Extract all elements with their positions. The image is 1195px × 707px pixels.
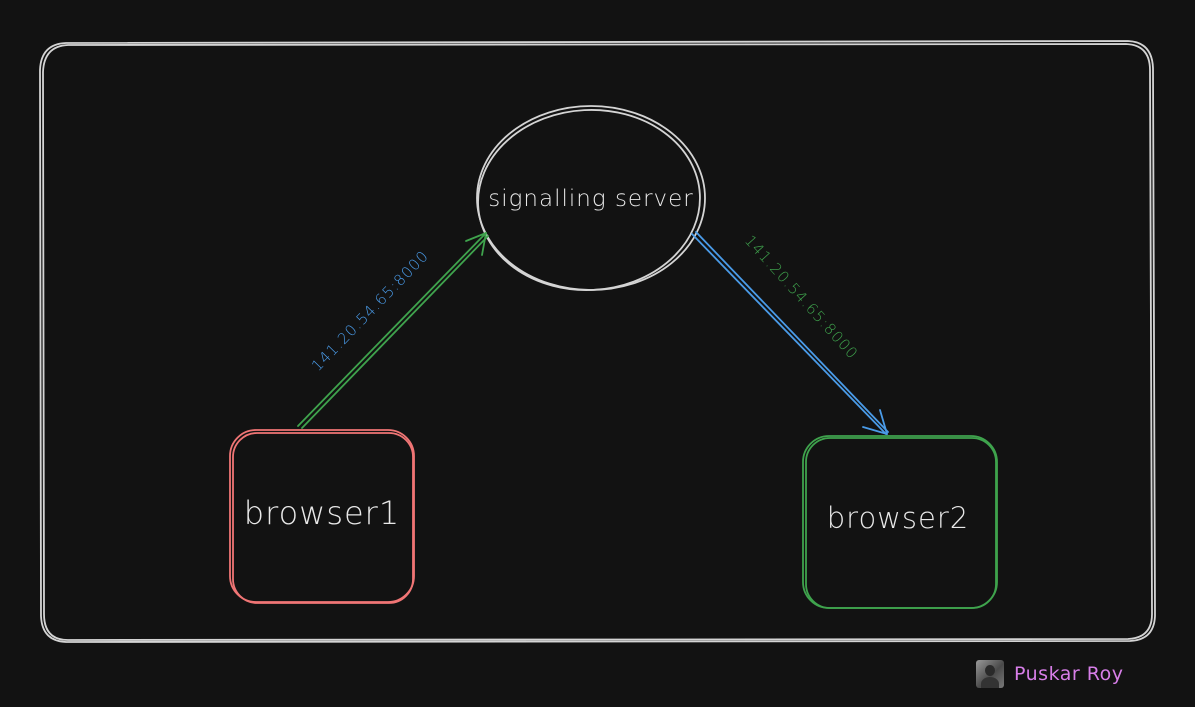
browser2-node bbox=[802, 435, 998, 609]
author-badge[interactable]: Puskar Roy bbox=[976, 660, 1123, 688]
browser2-label: browser2 bbox=[827, 501, 969, 535]
edge1-label: 141.20.54.65:8000 bbox=[308, 247, 432, 375]
outer-frame bbox=[39, 40, 1156, 643]
browser1-label: browser1 bbox=[244, 494, 400, 532]
server-label: signalling server bbox=[488, 186, 694, 212]
browser1-node bbox=[229, 429, 415, 604]
arrow-server-to-browser2 bbox=[691, 231, 889, 435]
avatar bbox=[976, 660, 1004, 688]
server-node bbox=[476, 105, 706, 291]
arrow-browser1-to-server bbox=[297, 232, 489, 429]
author-name: Puskar Roy bbox=[1014, 663, 1124, 685]
